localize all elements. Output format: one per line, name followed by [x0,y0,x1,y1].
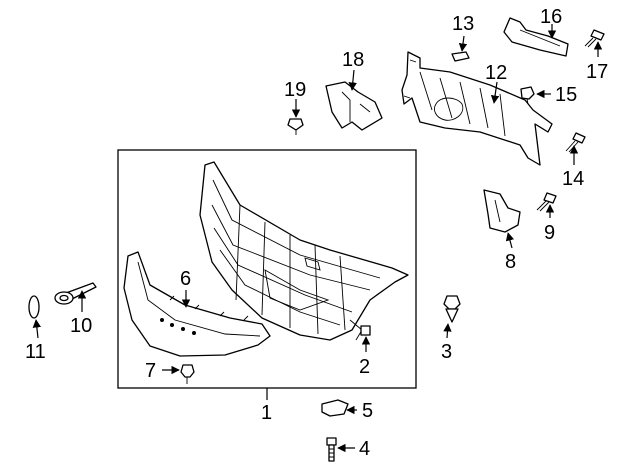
bolt-part-17 [584,29,605,48]
callout-labels: 1 2 3 4 5 6 7 8 9 10 11 12 13 14 15 16 1… [25,6,608,460]
callout-9: 9 [544,222,555,244]
callout-18: 18 [342,49,364,71]
bracket-part-8 [483,189,521,233]
grille-shell [199,161,409,341]
push-clip-part-3 [443,295,461,323]
bracket-part-18 [325,81,383,131]
callout-16: 16 [540,6,562,28]
callout-11: 11 [25,341,46,363]
callout-15: 15 [555,84,577,106]
screw-part-7 [180,364,195,384]
nut-part-5 [321,399,349,417]
callout-12: 12 [485,62,507,84]
callout-17: 17 [586,61,608,83]
callout-4: 4 [359,438,370,460]
callout-2: 2 [359,356,370,378]
tow-hook-part-10 [54,282,97,305]
callout-14: 14 [562,168,584,190]
pad-part-13 [451,51,470,62]
bracket-part-16 [503,17,569,57]
clip-part-15 [520,86,535,105]
bolt-part-14 [565,132,586,153]
lower-molding [123,251,271,357]
callout-3: 3 [441,341,452,363]
bolt-part-4 [326,437,337,462]
callout-10: 10 [70,315,92,337]
grille-carrier-part-12 [401,51,553,166]
callout-5: 5 [362,400,373,422]
cover-part-11 [28,295,40,319]
clip-part-2 [360,325,371,336]
leader-lines [32,24,603,453]
callout-1: 1 [261,402,272,424]
callout-19: 19 [284,79,306,101]
callout-13: 13 [452,13,474,35]
callout-6: 6 [180,268,191,290]
callout-7: 7 [145,360,156,382]
callout-8: 8 [505,251,516,273]
screw-part-19 [287,118,304,135]
bolt-part-9 [536,192,557,212]
